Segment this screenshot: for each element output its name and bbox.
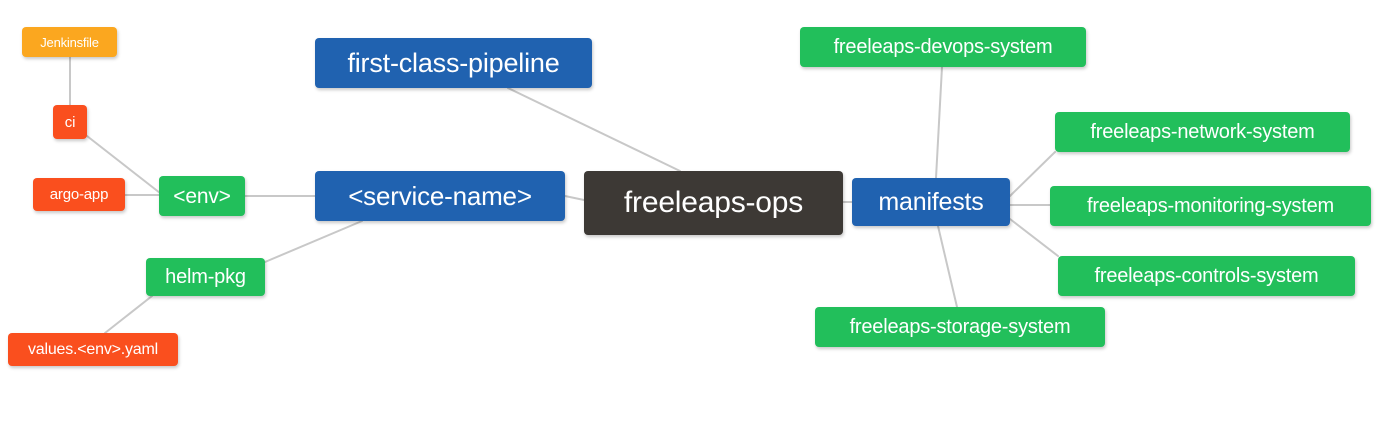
- node-label: first-class-pipeline: [347, 47, 560, 78]
- node-label: freeleaps-storage-system: [849, 316, 1071, 338]
- edge-manifests-to-freeleaps-storage-system: [937, 225, 958, 308]
- node-freeleaps-network-system[interactable]: freeleaps-network-system: [1055, 112, 1350, 152]
- edge-first-class-pipeline-to-freeleaps-ops: [507, 87, 681, 172]
- node-service-name[interactable]: <service-name>: [315, 171, 565, 221]
- node-label: freeleaps-network-system: [1090, 121, 1315, 143]
- node-label: manifests: [878, 187, 984, 216]
- node-freeleaps-storage-system[interactable]: freeleaps-storage-system: [815, 307, 1105, 347]
- node-freeleaps-ops[interactable]: freeleaps-ops: [584, 171, 843, 235]
- edge-helm-pkg-to-values-env-yaml: [104, 295, 153, 334]
- node-label: helm-pkg: [165, 266, 246, 288]
- edge-service-name-to-freeleaps-ops: [564, 195, 585, 201]
- node-label: freeleaps-ops: [623, 186, 804, 219]
- node-label: freeleaps-monitoring-system: [1087, 195, 1334, 217]
- node-label: Jenkinsfile: [40, 34, 99, 50]
- node-values-env-yaml[interactable]: values.<env>.yaml: [8, 333, 178, 366]
- node-argo-app[interactable]: argo-app: [33, 178, 125, 211]
- node-label: <env>: [173, 184, 231, 208]
- node-freeleaps-devops-system[interactable]: freeleaps-devops-system: [800, 27, 1086, 67]
- node-freeleaps-monitoring-system[interactable]: freeleaps-monitoring-system: [1050, 186, 1371, 226]
- node-label: freeleaps-controls-system: [1094, 265, 1319, 287]
- edge-service-name-to-helm-pkg: [264, 220, 363, 263]
- node-label: values.<env>.yaml: [27, 340, 158, 358]
- node-jenkinsfile[interactable]: Jenkinsfile: [22, 27, 117, 57]
- node-helm-pkg[interactable]: helm-pkg: [146, 258, 265, 296]
- node-first-class-pipeline[interactable]: first-class-pipeline: [315, 38, 592, 88]
- node-label: argo-app: [49, 186, 109, 203]
- node-ci[interactable]: ci: [53, 105, 87, 139]
- node-label: freeleaps-devops-system: [833, 36, 1053, 58]
- edge-manifests-to-freeleaps-devops-system: [935, 66, 943, 179]
- node-env[interactable]: <env>: [159, 176, 245, 216]
- node-label: <service-name>: [348, 181, 532, 211]
- edge-manifests-to-freeleaps-network-system: [1009, 151, 1056, 197]
- node-freeleaps-controls-system[interactable]: freeleaps-controls-system: [1058, 256, 1355, 296]
- node-manifests[interactable]: manifests: [852, 178, 1010, 226]
- node-label: ci: [64, 113, 76, 131]
